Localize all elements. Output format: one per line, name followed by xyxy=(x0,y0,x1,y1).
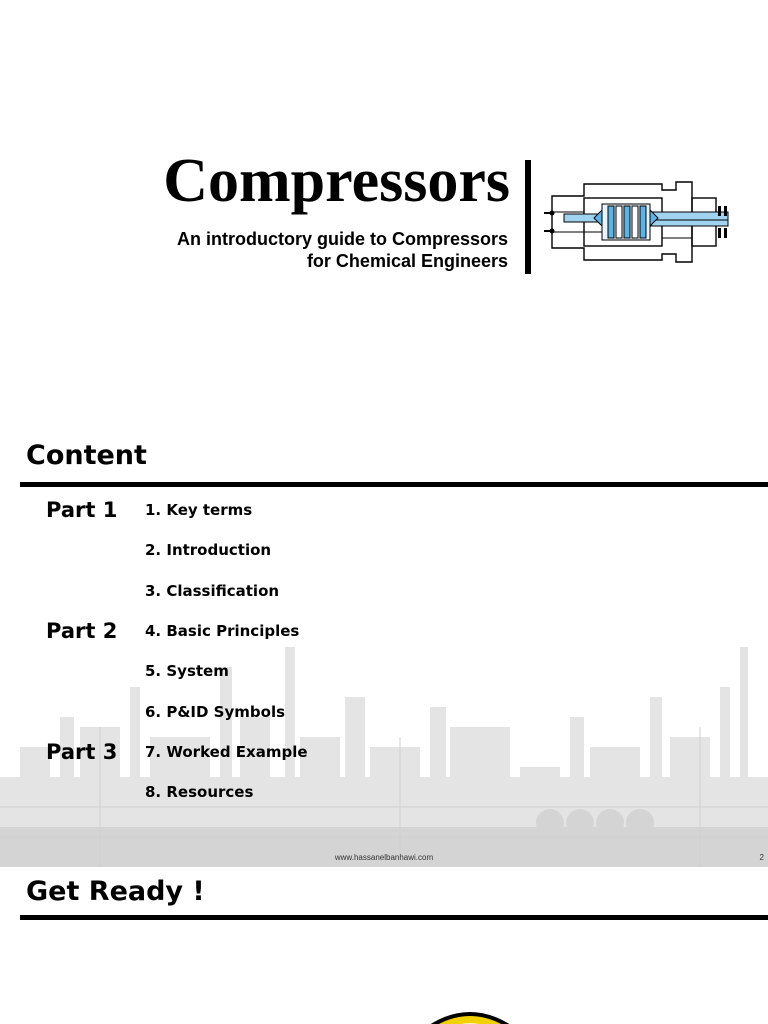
slide-subtitle: An introductory guide to Compressors for… xyxy=(88,228,508,272)
title-slide: Compressors An introductory guide to Com… xyxy=(0,0,768,410)
page-number: 2 xyxy=(759,853,764,862)
toc-item-introduction: 2. Introduction xyxy=(145,541,272,559)
content-heading: Content xyxy=(26,440,147,471)
get-ready-heading: Get Ready ! xyxy=(26,876,205,907)
toc-item-classification: 3. Classification xyxy=(145,582,280,600)
toc-item-system: 5. System xyxy=(145,662,229,680)
refinery-skyline-background xyxy=(0,647,768,867)
part-2-label: Part 2 xyxy=(46,619,118,643)
part-1-label: Part 1 xyxy=(46,498,118,522)
heading-rule xyxy=(20,482,768,487)
subtitle-line-1: An introductory guide to Compressors xyxy=(176,229,508,249)
toc-item-pid-symbols: 6. P&ID Symbols xyxy=(145,703,286,721)
lightbulb-icon xyxy=(430,1012,510,1024)
toc-item-resources: 8. Resources xyxy=(145,783,254,801)
get-ready-slide: Get Ready ! xyxy=(0,868,768,1024)
toc-item-basic-principles: 4. Basic Principles xyxy=(145,622,300,640)
heading-rule xyxy=(20,915,768,920)
footer-url: www.hassanelbanhawi.com xyxy=(334,853,434,862)
toc-item-worked-example: 7. Worked Example xyxy=(145,743,308,761)
content-slide: Content Part 1 1. Key terms 2. Introduct… xyxy=(0,412,768,867)
part-3-label: Part 3 xyxy=(46,740,118,764)
subtitle-line-2: for Chemical Engineers xyxy=(306,251,508,271)
slide-title: Compressors xyxy=(163,147,510,215)
title-divider xyxy=(525,160,531,274)
compressor-cross-section-icon xyxy=(544,181,729,263)
toc-item-key-terms: 1. Key terms xyxy=(145,501,253,519)
